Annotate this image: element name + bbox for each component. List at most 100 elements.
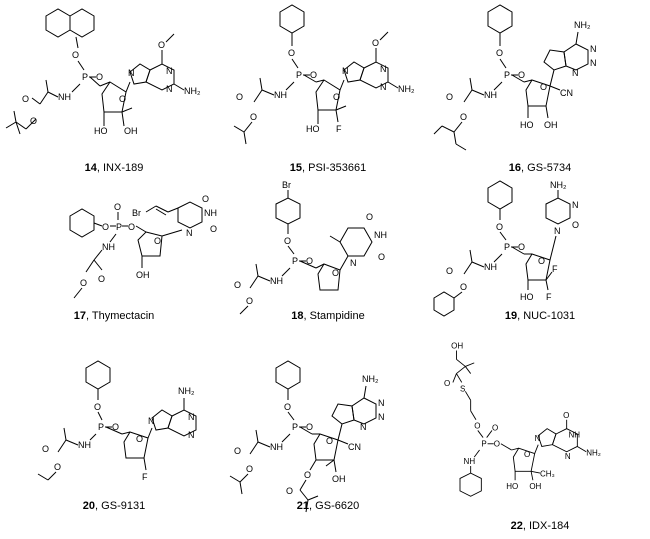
atom-S: S — [460, 384, 465, 393]
atom-O: O — [304, 470, 311, 480]
atom-O: O — [98, 274, 105, 284]
atom-O: O — [572, 220, 579, 230]
atom-O: O — [96, 72, 103, 82]
atom-OH: OH — [529, 482, 541, 491]
compound-16-structure: O P O NH O O O HO OH CN N N N NH₂ — [433, 4, 597, 151]
atom-O: O — [540, 82, 547, 92]
atom-O: O — [72, 50, 79, 60]
atom-OH: OH — [136, 270, 150, 280]
compound-15-panel: O P O NH O O O HO F N N N O NH₂ 1 — [220, 4, 436, 183]
atom-F: F — [552, 264, 558, 274]
compound-20-panel: O P O NH O O O F N N N NH₂ 20, GS-9131 — [6, 358, 222, 537]
atom-N: N — [535, 434, 541, 443]
compound-22-panel: OH O S O P O NH O O HO OH CH₃ N — [432, 338, 648, 532]
atom-N: N — [188, 430, 195, 440]
atom-O: O — [518, 70, 525, 80]
atom-NH: NH — [58, 92, 71, 102]
atom-OH: HO — [520, 120, 534, 130]
atom-P: P — [292, 422, 298, 432]
atom-NH: NH — [484, 90, 497, 100]
atom-P: P — [82, 72, 88, 82]
atom-F: F — [336, 124, 342, 134]
atom-O: O — [136, 434, 143, 444]
atom-O: O — [234, 446, 241, 456]
atom-CN: CN — [348, 442, 361, 452]
atom-P: P — [296, 70, 302, 80]
atom-O: O — [446, 92, 453, 102]
atom-O: O — [102, 222, 109, 232]
atom-N: N — [380, 82, 387, 92]
atom-N: N — [378, 398, 385, 408]
atom-O: O — [234, 280, 241, 290]
atom-OH: HO — [506, 482, 518, 491]
compound-17-panel: Br O NH O N O P O O NH O O O OH 17, Thym… — [6, 180, 222, 359]
atom-O: O — [112, 422, 119, 432]
atom-O: O — [114, 202, 121, 212]
atom-NH: NH — [464, 457, 476, 466]
compound-19-structure: NH₂ N O N O P O NH O O O HO F F — [433, 180, 579, 317]
compound-16-name: GS-5734 — [527, 162, 572, 174]
atom-O: O — [538, 256, 545, 266]
atom-O: O — [444, 379, 450, 388]
atom-O: O — [286, 486, 293, 496]
atom-O: O — [474, 422, 480, 431]
atom-NH2: NH₂ — [586, 448, 601, 457]
compound-17-structure: Br O NH O N O P O O NH O O O OH — [69, 194, 217, 299]
atom-NH2: NH₂ — [398, 84, 415, 94]
compound-21-structure: O P O NH O O O O O OH CN N N N — [229, 360, 385, 513]
atom-O: O — [288, 48, 295, 58]
atom-O: O — [492, 423, 498, 432]
atom-F: F — [546, 292, 552, 302]
compound-14-panel: O P O NH O O O HO OH N N N O — [5, 4, 222, 183]
atom-O: O — [236, 92, 243, 102]
atom-O: O — [496, 222, 503, 232]
atom-Br: Br — [132, 208, 141, 218]
atom-N: N — [166, 66, 173, 76]
atom-OH: OH — [332, 474, 346, 484]
atom-OH: HO — [306, 124, 320, 134]
atom-N: N — [128, 68, 135, 78]
atom-N: N — [166, 84, 173, 94]
atom-OH: OH — [451, 342, 463, 351]
atom-P: P — [504, 242, 510, 252]
atom-OH: HO — [520, 292, 534, 302]
atom-O: O — [284, 236, 291, 246]
atom-O: O — [524, 450, 530, 459]
compound-14-name: INX-189 — [103, 162, 144, 174]
atom-O: O — [333, 92, 340, 102]
atom-P: P — [292, 256, 298, 266]
compound-14-number: 14 — [84, 162, 97, 174]
compound-16-number: 16 — [508, 162, 522, 174]
atom-O: O — [94, 402, 101, 412]
compound-20-number: 20 — [82, 500, 96, 512]
compound-18-structure: Br O P O NH O O O O NH O N — [234, 180, 387, 315]
compound-20-name: GS-9131 — [101, 500, 146, 512]
atom-NH2: NH₂ — [178, 386, 195, 396]
atom-O: O — [202, 194, 209, 204]
atom-P: P — [481, 439, 486, 448]
atom-N: N — [380, 64, 387, 74]
atom-O: O — [42, 444, 49, 454]
atom-NH2: NH₂ — [550, 180, 567, 190]
atom-O: O — [372, 38, 379, 48]
atom-O: O — [446, 266, 453, 276]
atom-O: O — [210, 224, 217, 234]
compound-20-structure: O P O NH O O O F N N N NH₂ — [37, 360, 197, 482]
atom-O: O — [246, 296, 253, 306]
atom-NH: NH — [78, 440, 91, 450]
atom-OH: OH — [544, 120, 558, 130]
atom-O: O — [128, 222, 135, 232]
atom-O: O — [246, 464, 253, 474]
atom-NH: NH — [270, 442, 283, 452]
atom-O: O — [460, 112, 467, 122]
atom-N: N — [572, 200, 579, 210]
atom-Br: Br — [282, 180, 291, 190]
atom-O: O — [80, 278, 87, 288]
atom-F: F — [142, 472, 148, 482]
atom-NH: NH — [374, 230, 387, 240]
atom-O: O — [158, 40, 165, 50]
atom-O: O — [22, 94, 29, 104]
compound-19-number: 19 — [504, 310, 518, 322]
atom-O: O — [496, 48, 503, 58]
atom-P: P — [98, 422, 104, 432]
